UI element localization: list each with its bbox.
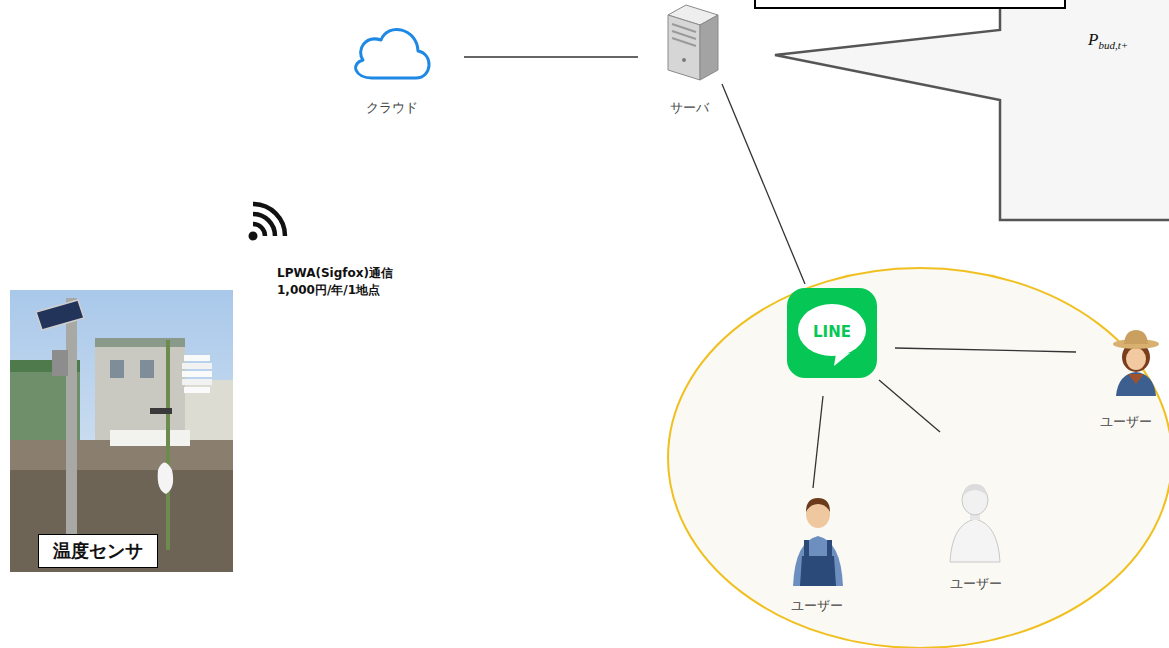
formula-callout: Pbud,t+ — [1000, 0, 1169, 220]
node-label: ユーザー — [950, 576, 1002, 592]
sensor-photo — [110, 360, 124, 378]
user-icon — [950, 519, 1000, 562]
server-icon — [672, 24, 696, 32]
sensor-photo — [10, 440, 233, 572]
wireless-icon — [253, 214, 275, 236]
user-icon — [793, 536, 843, 586]
sensor-photo — [184, 355, 210, 361]
line-app-icon — [787, 288, 877, 378]
node-label: ユーザー — [1100, 414, 1152, 430]
sensor-photo — [10, 290, 233, 572]
wireless-icon — [253, 224, 265, 236]
cloud-icon — [356, 29, 429, 78]
sensor-photo — [182, 363, 212, 369]
sensor-photo — [182, 379, 212, 385]
sensor-photo — [185, 380, 233, 450]
note-label: LPWA(Sigfox)通信 — [277, 266, 393, 281]
sensor-photo — [150, 408, 172, 414]
wireless-icon — [249, 232, 258, 241]
connector-line — [813, 396, 823, 488]
server-node: サーバ — [652, 0, 726, 116]
line-app-icon — [787, 288, 877, 378]
sensor-photo — [52, 350, 68, 376]
user-icon — [800, 556, 836, 586]
connector-line — [895, 348, 1076, 352]
node-label: ユーザー — [791, 598, 843, 614]
user-icon — [962, 485, 988, 515]
user-icon — [1124, 330, 1148, 344]
line-app-icon — [798, 304, 866, 356]
sensor-photo — [182, 371, 212, 377]
server-icon — [668, 15, 700, 80]
user-group-circle — [668, 268, 1169, 648]
connector-line — [722, 84, 805, 284]
sensor-photo — [184, 387, 210, 393]
node-label: サーバ — [670, 100, 709, 116]
cloud-node: クラウド — [348, 16, 436, 116]
user-icon — [1126, 348, 1146, 370]
callout-bubble — [775, 0, 1169, 220]
title-box — [755, 0, 1065, 8]
sensor-photo — [36, 300, 84, 330]
user-icon — [793, 498, 843, 586]
sensor-photo — [95, 345, 185, 440]
user-node: ユーザー — [778, 488, 856, 614]
cloud-icon — [356, 29, 429, 78]
line-app-icon — [834, 353, 850, 366]
user-icon — [1128, 374, 1144, 384]
user-group-circle — [668, 268, 1169, 648]
user-icon — [827, 540, 832, 558]
sensor-label-box: 温度センサ — [38, 534, 158, 568]
user-node: ユーザー — [940, 440, 1012, 592]
node-label: LINE — [813, 323, 851, 341]
user-icon — [804, 540, 809, 558]
server-icon — [672, 38, 696, 46]
user-node: ユーザー — [1088, 330, 1164, 430]
user-icon — [963, 484, 987, 496]
server-icon — [682, 58, 686, 62]
wireless-icon — [249, 204, 286, 241]
note-label: 1,000円/年/1地点 — [277, 283, 380, 298]
formula-subscript: bud,t+ — [1098, 39, 1128, 51]
sensor-photo — [158, 463, 173, 495]
sensor-photo — [95, 338, 185, 347]
sensor-photo — [140, 360, 154, 378]
sensor-photo — [10, 470, 233, 572]
sensor-photo — [66, 298, 77, 548]
node-label: 温度センサ — [53, 540, 143, 562]
sensor-photo — [110, 430, 190, 446]
callout-bubble — [775, 0, 1169, 220]
sensor-photo — [166, 340, 170, 550]
connector-line — [464, 56, 638, 57]
server-icon — [672, 31, 696, 39]
user-icon — [806, 498, 830, 512]
server-icon — [700, 15, 718, 80]
user-icon — [1116, 372, 1156, 396]
formula-symbol: P — [1088, 30, 1098, 49]
node-label: クラウド — [366, 100, 418, 116]
user-icon — [950, 484, 1000, 562]
connector-line — [879, 380, 940, 432]
user-icon — [1113, 330, 1159, 396]
wireless-icon — [253, 204, 285, 236]
sensor-photo — [10, 290, 233, 572]
title-box — [755, 0, 1065, 8]
server-icon — [668, 5, 718, 80]
line-app-node: LINE — [787, 288, 877, 378]
